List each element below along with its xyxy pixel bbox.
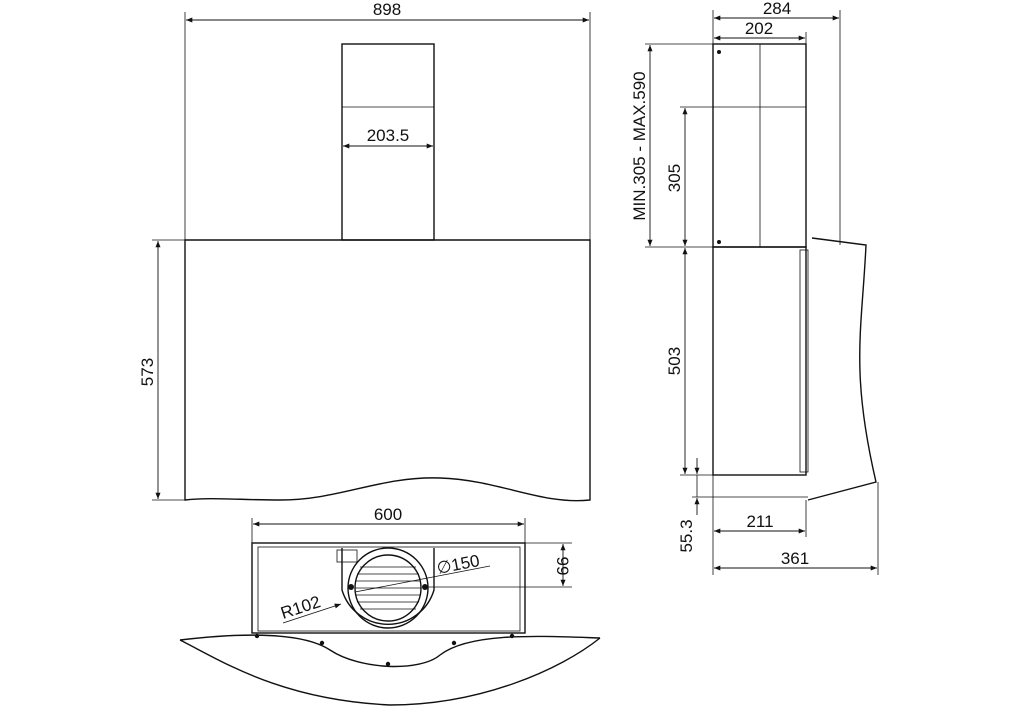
- dim-chimney-lower: 305: [665, 164, 684, 192]
- dim-bottom-offset: 55.3: [677, 519, 696, 552]
- dim-outlet-offset: 99: [553, 557, 572, 576]
- dim-chimney-depth: 202: [745, 19, 773, 38]
- dim-body-height: 503: [665, 347, 684, 375]
- body-side: [712, 246, 807, 476]
- dim-overall-depth: 361: [781, 549, 809, 568]
- dim-overall-width: 898: [373, 0, 401, 19]
- bracket: [336, 549, 358, 563]
- dim-outlet-radius: R102: [278, 592, 323, 623]
- side-view: 284 202 MIN.305 - MAX.590 305 503 55.3 2…: [630, 0, 879, 575]
- dim-body-depth: 211: [746, 512, 773, 531]
- dim-chimney-height-range: MIN.305 - MAX.590: [630, 71, 649, 220]
- bottom-view: 600 99 ∅150 R102: [179, 505, 601, 706]
- bottom-plate: [251, 542, 526, 634]
- motor-housing: [341, 548, 435, 625]
- dim-hood-height: 573: [138, 358, 157, 386]
- dim-side-depth-total: 284: [763, 0, 791, 18]
- front-panel-top: [179, 634, 601, 668]
- outlet-ring: [347, 547, 429, 629]
- dim-bottom-width: 600: [374, 505, 402, 524]
- front-panel-bottom: [179, 637, 601, 706]
- hood-body-front: [184, 239, 591, 502]
- front-view: 898 203.5 573: [138, 0, 591, 502]
- dim-chimney-width: 203.5: [367, 126, 410, 145]
- chimney-side: [712, 43, 807, 248]
- dim-outlet-diameter: ∅150: [435, 551, 481, 578]
- front-panel-side: [807, 237, 877, 501]
